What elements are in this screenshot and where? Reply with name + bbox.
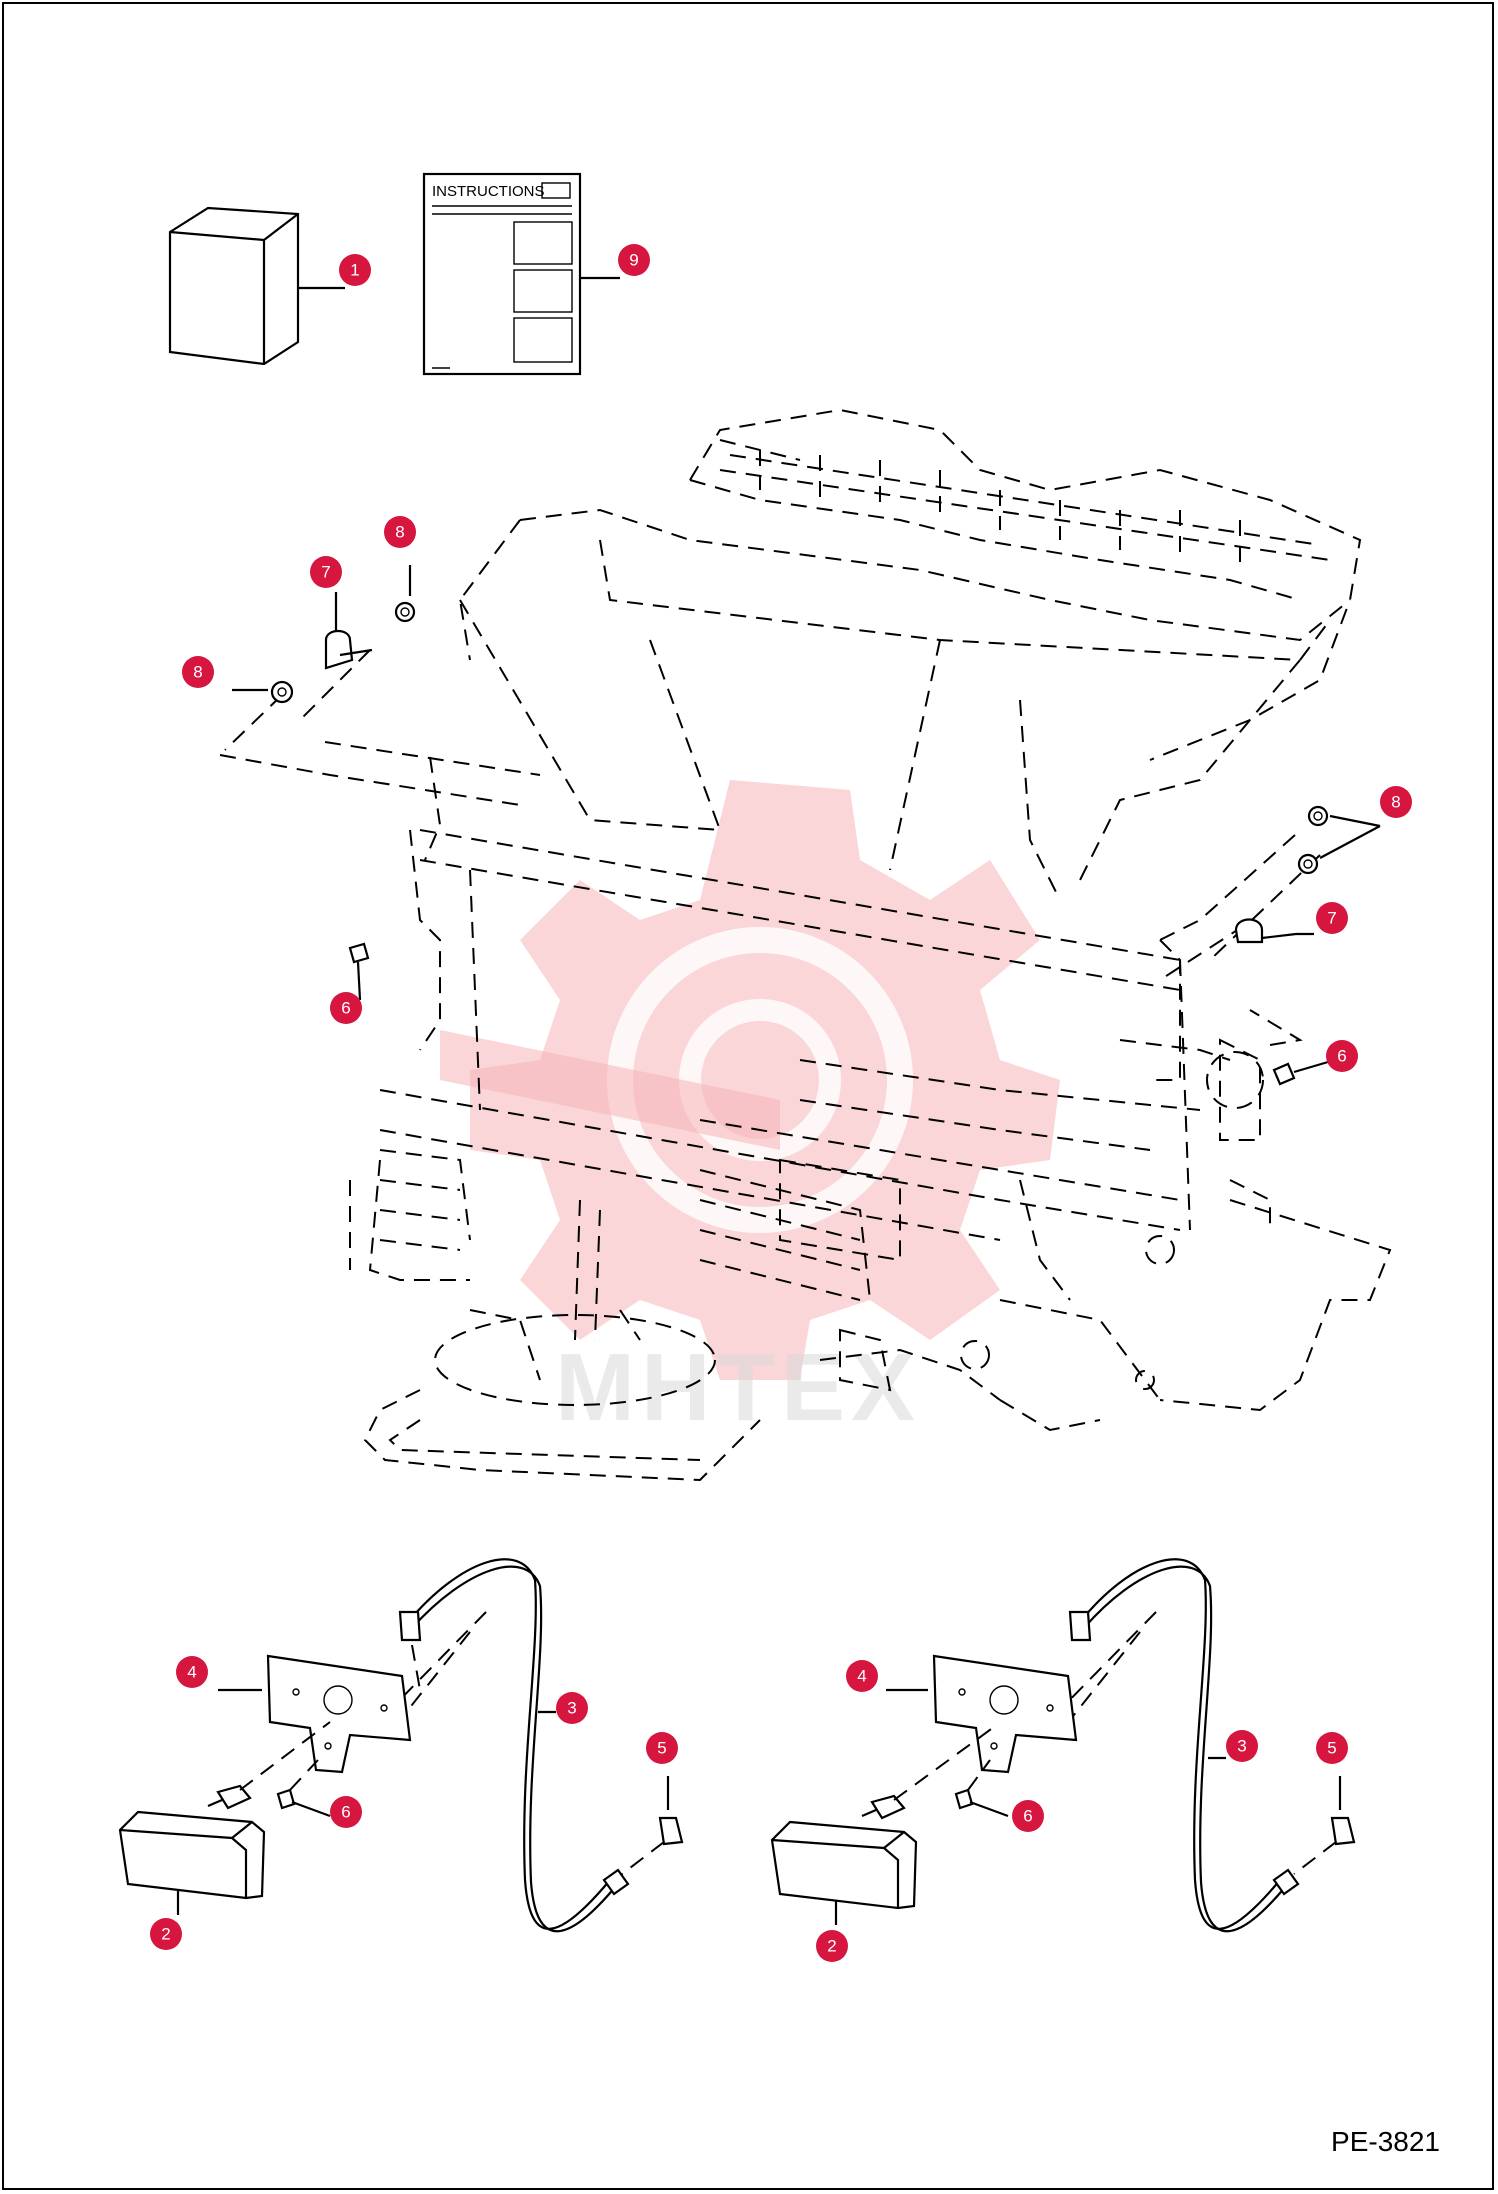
lamp-assembly-right bbox=[770, 1558, 1356, 1933]
svg-text:6: 6 bbox=[1337, 1047, 1346, 1066]
callout-7-right: 7 bbox=[1316, 902, 1348, 934]
instructions-title: INSTRUCTIONS bbox=[432, 183, 545, 200]
callout-6-left: 6 bbox=[330, 992, 362, 1024]
svg-text:3: 3 bbox=[567, 1699, 576, 1718]
svg-text:2: 2 bbox=[161, 1925, 170, 1944]
callout-8-left: 8 bbox=[182, 656, 214, 688]
figure-id: PE-3821 bbox=[1331, 2126, 1440, 2157]
hardware-right bbox=[1234, 805, 1381, 1086]
callout-8-right: 8 bbox=[1380, 786, 1412, 818]
callout-2-left: 2 bbox=[150, 1918, 182, 1950]
callout-8-left-top: 8 bbox=[384, 516, 416, 548]
callout-4-right: 4 bbox=[846, 1660, 878, 1692]
parts-bag-drawing bbox=[168, 206, 345, 366]
svg-text:1: 1 bbox=[350, 261, 359, 280]
callout-6-lamp-left: 6 bbox=[330, 1796, 362, 1828]
callout-6-right: 6 bbox=[1326, 1040, 1358, 1072]
instruction-sheet-drawing: INSTRUCTIONS bbox=[422, 172, 620, 376]
svg-text:4: 4 bbox=[187, 1663, 196, 1682]
svg-text:8: 8 bbox=[395, 523, 404, 542]
svg-text:3: 3 bbox=[1237, 1737, 1246, 1756]
svg-text:6: 6 bbox=[341, 999, 350, 1018]
callout-4-left: 4 bbox=[176, 1656, 208, 1688]
callout-6-lamp-right: 6 bbox=[1012, 1800, 1044, 1832]
callout-3-left: 3 bbox=[556, 1692, 588, 1724]
svg-text:8: 8 bbox=[1391, 793, 1400, 812]
svg-text:6: 6 bbox=[341, 1803, 350, 1822]
svg-text:5: 5 bbox=[657, 1739, 666, 1758]
callout-7-left: 7 bbox=[310, 556, 342, 588]
svg-text:5: 5 bbox=[1327, 1739, 1336, 1758]
callout-2-right: 2 bbox=[816, 1930, 848, 1962]
callout-9: 9 bbox=[618, 244, 650, 276]
hardware-left bbox=[232, 565, 416, 1001]
lamp-assembly-left bbox=[118, 1558, 684, 1933]
svg-text:7: 7 bbox=[1327, 909, 1336, 928]
watermark-text: MHTEX bbox=[555, 1334, 921, 1441]
callout-1: 1 bbox=[339, 254, 371, 286]
svg-text:4: 4 bbox=[857, 1667, 866, 1686]
watermark-logo: MHTEX bbox=[440, 780, 1060, 1441]
svg-text:2: 2 bbox=[827, 1937, 836, 1956]
svg-text:9: 9 bbox=[629, 251, 638, 270]
callout-5-right: 5 bbox=[1316, 1732, 1348, 1764]
callout-3-right: 3 bbox=[1226, 1730, 1258, 1762]
callout-5-left: 5 bbox=[646, 1732, 678, 1764]
spreader-phantom-outline bbox=[219, 408, 1392, 1482]
svg-text:6: 6 bbox=[1023, 1807, 1032, 1826]
svg-text:8: 8 bbox=[193, 663, 202, 682]
svg-text:7: 7 bbox=[321, 563, 330, 582]
